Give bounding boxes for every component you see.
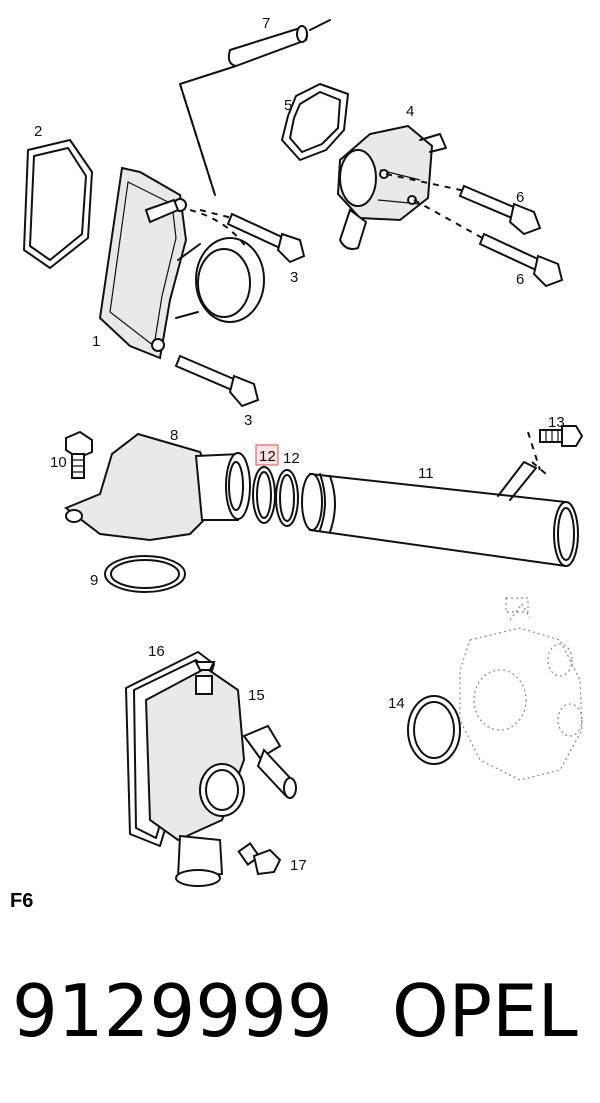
leader-7 <box>179 65 237 196</box>
callout-13: 13 <box>548 414 565 431</box>
callout-2: 2 <box>34 123 42 140</box>
callout-3a: 3 <box>290 269 298 286</box>
leader-6a <box>385 173 471 193</box>
callout-14: 14 <box>388 695 405 712</box>
callout-11: 11 <box>418 465 434 482</box>
part-11-pipe <box>301 431 579 568</box>
part-17-bolt <box>237 842 282 876</box>
callout-3b: 3 <box>244 412 252 429</box>
callout-1: 1 <box>92 333 100 350</box>
callout-12b: 12 <box>283 450 300 467</box>
callout-6a: 6 <box>516 189 524 206</box>
callout-16: 16 <box>148 643 165 660</box>
callout-6b: 6 <box>516 271 524 288</box>
callout-17: 17 <box>290 857 307 874</box>
part-12-orings <box>252 466 299 527</box>
part-2-gasket <box>23 139 93 269</box>
part-6-bolt-a <box>458 184 542 236</box>
callout-12-highlight <box>255 444 279 466</box>
part-14-ring <box>407 695 461 765</box>
part-10-bolt <box>65 430 93 479</box>
part-1-housing <box>98 166 265 360</box>
dotted-reference-housing <box>459 597 583 781</box>
callout-15: 15 <box>248 687 265 704</box>
leader-6b <box>413 199 487 241</box>
part-9-oring <box>104 555 186 593</box>
callout-10: 10 <box>50 454 67 471</box>
part-5-gasket <box>281 83 349 161</box>
callout-4: 4 <box>406 103 414 120</box>
part-3-bolt-b <box>174 354 260 408</box>
callout-9: 9 <box>90 572 98 589</box>
leader-7-dash <box>179 83 216 196</box>
part-3-bolt-a <box>199 209 306 264</box>
part-number: 9129999 <box>12 969 333 1053</box>
part-15-housing <box>144 661 297 887</box>
callout-5: 5 <box>284 97 292 114</box>
part-8-elbow <box>64 432 251 542</box>
section-code: F6 <box>10 890 33 912</box>
callout-8: 8 <box>170 427 178 444</box>
part-6-bolt-b <box>478 232 564 288</box>
callout-12a: 12 <box>259 448 276 465</box>
part-4-cover <box>336 124 447 250</box>
part-7-hose <box>227 19 331 68</box>
callout-7: 7 <box>262 15 270 32</box>
brand-name: OPEL <box>392 969 578 1053</box>
part-13-bolt <box>539 425 584 447</box>
